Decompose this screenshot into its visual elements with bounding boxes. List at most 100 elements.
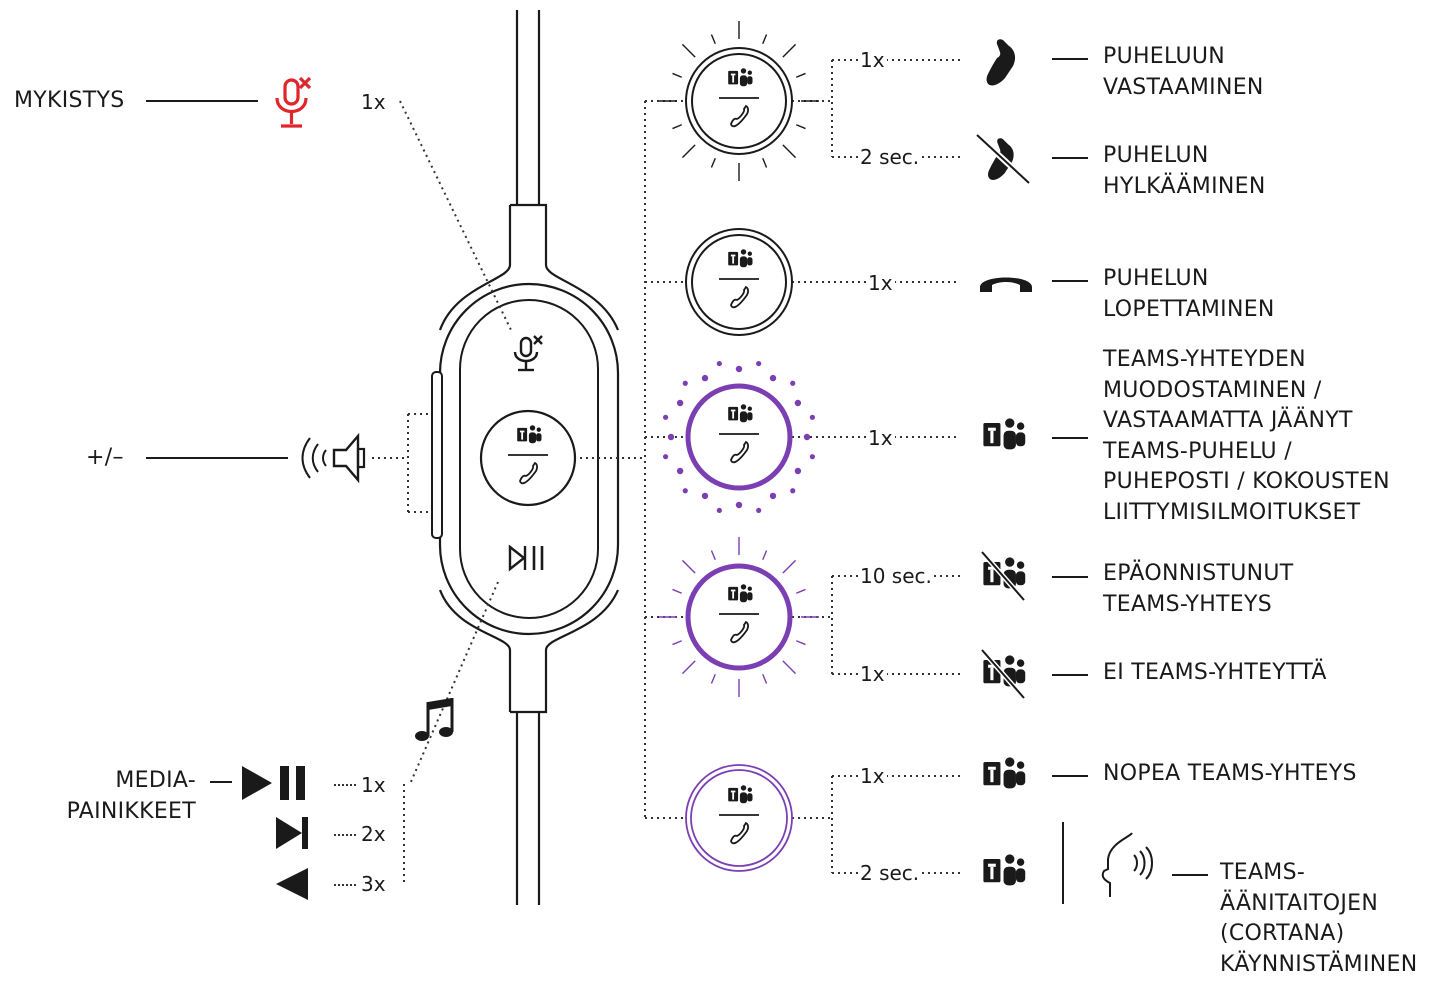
quick-teams-label: NOPEA TEAMS-YHTEYS (1103, 761, 1357, 786)
media-dots-3 (334, 884, 356, 886)
voice-speaking-icon (1101, 832, 1153, 897)
answer-label: PUHELUUN VASTAAMINEN (1103, 44, 1264, 100)
media-leader (210, 781, 232, 783)
teams-failed-leader (1052, 576, 1088, 578)
ring-ray (681, 144, 696, 159)
handset-shape (986, 39, 1016, 86)
decline-leader (1052, 157, 1088, 159)
teams-button-icon (719, 404, 759, 462)
state-quick-teams-count: 1x (858, 764, 887, 788)
sound-wave (1139, 850, 1146, 876)
pulse-dot (809, 454, 816, 460)
strike-line (981, 551, 1025, 601)
ring-ray (762, 34, 768, 44)
ring-outline (685, 563, 793, 671)
teams-icon (983, 418, 1026, 450)
quick-teams-leader (1052, 775, 1088, 777)
ring-ray (762, 158, 768, 168)
pulse-dot (809, 414, 816, 420)
state-ring-solid-black (685, 228, 793, 336)
state-hangup-count: 1x (866, 271, 895, 295)
decline-label: PUHELUN HYLKÄÄMINEN (1103, 143, 1266, 199)
volume-leader (146, 457, 288, 459)
pulse-dot (676, 399, 684, 407)
state-teams-connect-count: 1x (866, 426, 895, 450)
pulse-dot (756, 507, 762, 514)
ring-outline (685, 228, 793, 336)
ring-ray (672, 72, 682, 78)
strike-line (981, 649, 1025, 699)
ring-ray (681, 559, 696, 574)
state-answer-count: 1x (858, 48, 887, 72)
teams-failed-label: EPÄONNISTUNUT TEAMS-YHTEYS (1103, 561, 1294, 617)
ring-outline (691, 53, 787, 149)
pulse-dot (790, 380, 796, 386)
pulse-dot (790, 488, 796, 494)
ring-ray (796, 588, 806, 594)
hangup-leader (1052, 280, 1088, 282)
ring-outline (691, 234, 787, 330)
pulse-dot (667, 433, 675, 441)
pulse-dot (756, 360, 762, 367)
pulse-dot (769, 374, 777, 382)
sound-wave (1145, 846, 1153, 880)
face-profile (1101, 832, 1133, 897)
sound-wave (1133, 854, 1138, 872)
teams-button-icon (719, 249, 759, 307)
teams-glyph (983, 418, 1026, 450)
cortana-label: TEAMS- ÄÄNITAITOJEN (CORTANA) KÄYNNISTÄM… (1220, 860, 1418, 977)
mute-label: MYKISTYS (14, 88, 125, 113)
pulse-dot (794, 467, 802, 475)
pulse-dot (662, 454, 669, 460)
previous-track-icon (276, 868, 308, 900)
answer-leader (1052, 58, 1088, 60)
handset-shape (979, 277, 1033, 292)
media-dots-2 (334, 834, 356, 836)
pulse-dot (676, 467, 684, 475)
pulse-dot (682, 380, 688, 386)
ring-ray (782, 559, 797, 574)
next-track-icon (276, 817, 308, 849)
phone-decline-icon (974, 132, 1032, 186)
teams-connect-label: TEAMS-YHTEYDEN MUODOSTAMINEN / VASTAAMAT… (1103, 347, 1390, 525)
teams-glyph (983, 757, 1026, 789)
ring-ray (782, 660, 797, 675)
no-teams-leader (1052, 674, 1088, 676)
teams-button-icon (719, 584, 759, 642)
media-count-play-pause: 1x (359, 773, 388, 797)
ring-ray (796, 124, 806, 130)
state-decline-count: 2 sec. (858, 145, 922, 169)
pulse-dot (716, 360, 722, 367)
play-pause-icon (242, 766, 305, 800)
teams-button-icon (719, 68, 759, 126)
state-teams-failed-count: 10 sec. (858, 564, 934, 588)
state-no-teams-count: 1x (858, 662, 887, 686)
ring-ray (796, 640, 806, 646)
hangup-label: PUHELUN LOPETTAMINEN (1103, 266, 1275, 322)
pulse-dot (662, 414, 669, 420)
pulse-dot (769, 492, 777, 500)
mute-count: 1x (359, 90, 388, 114)
pulse-dot (701, 492, 709, 500)
pulse-dot (794, 399, 802, 407)
ring-ray (710, 158, 716, 168)
strike-line (976, 134, 1030, 184)
ring-outline (690, 769, 788, 867)
cortana-leader (1172, 874, 1208, 876)
ring-outline (685, 383, 793, 491)
ring-ray (710, 674, 716, 684)
pulse-dot (701, 374, 709, 382)
media-count-next: 2x (359, 822, 388, 846)
ring-ray (672, 124, 682, 130)
ring-ray (710, 550, 716, 560)
pulse-dot (682, 488, 688, 494)
teams-icon (983, 757, 1026, 789)
pulse-dot (735, 365, 743, 373)
teams-button-icon (719, 785, 759, 843)
state-ring-purple-double (685, 764, 793, 872)
ring-ray (782, 144, 797, 159)
mic-mute-icon (275, 76, 312, 128)
ring-ray (681, 43, 696, 58)
